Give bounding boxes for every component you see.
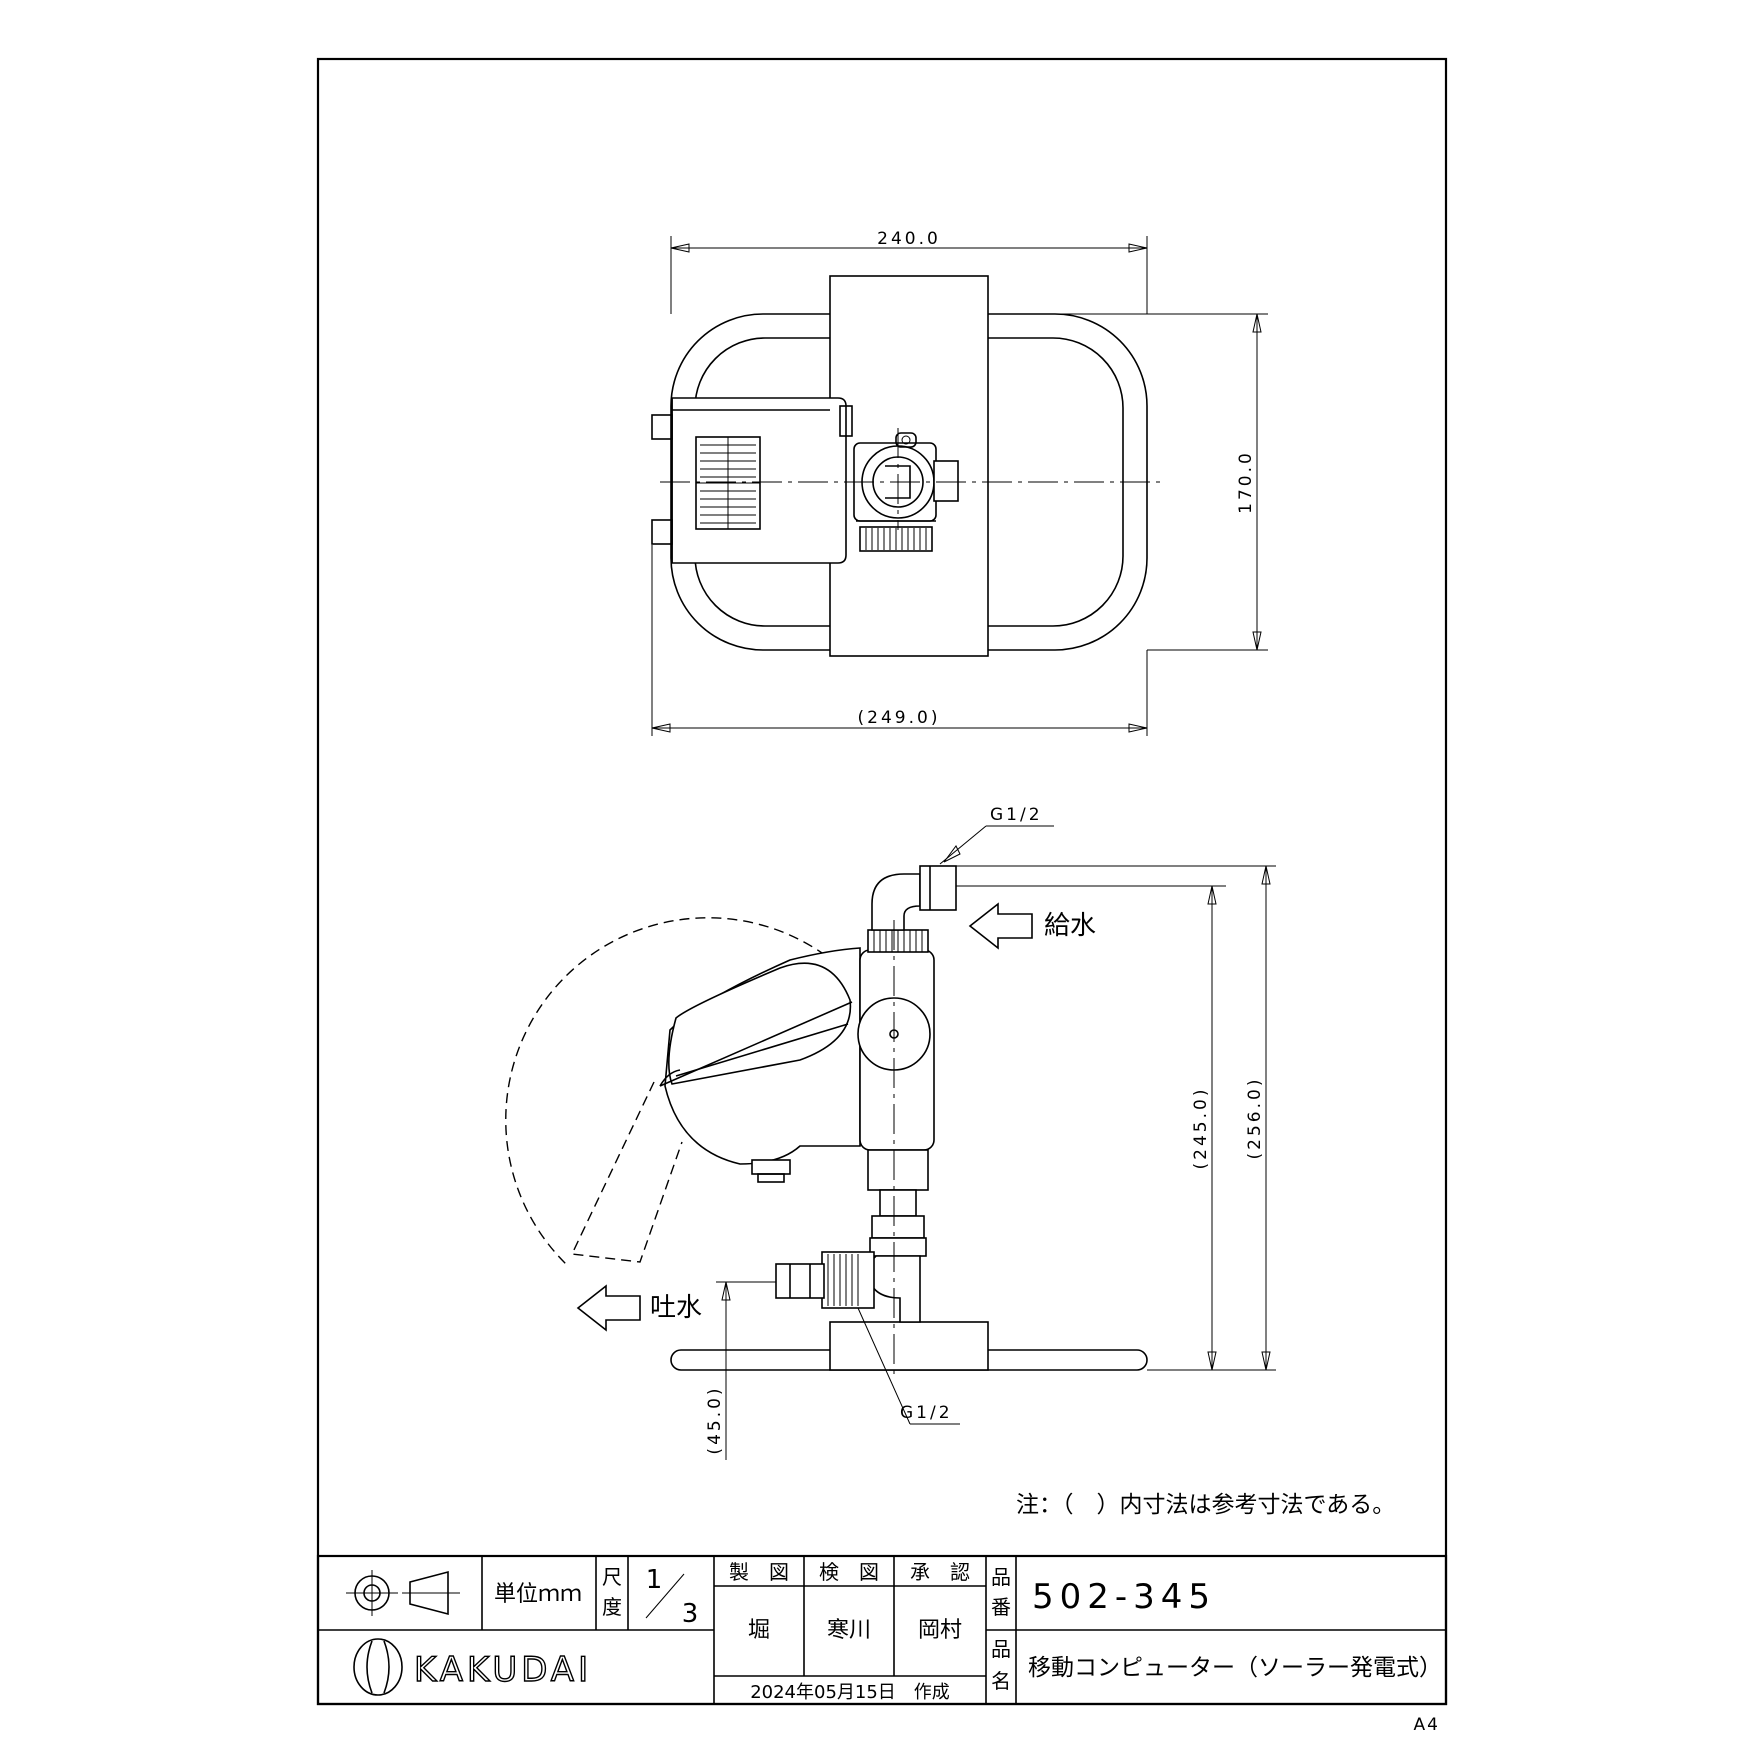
scale-numerator: 1 bbox=[646, 1565, 663, 1595]
checked-header: 検 図 bbox=[819, 1560, 879, 1584]
date-created: 2024年05月15日 作成 bbox=[750, 1682, 950, 1703]
outlet-arrow-label: 吐水 bbox=[650, 1293, 702, 1323]
dim-outlet-height: (45.0) bbox=[705, 1385, 725, 1454]
outlet-nut-knurl bbox=[827, 1254, 859, 1306]
kakudai-logo: KAKUDAI bbox=[353, 1638, 592, 1696]
cover-open-phantom bbox=[570, 1081, 683, 1263]
dim-overall-width: (249.0) bbox=[858, 708, 941, 728]
dim-total-height: (256.0) bbox=[1245, 1077, 1265, 1160]
top-view: 240.0 170.0 (249.0) bbox=[651, 229, 1268, 736]
reference-dimension-note: 注：（ ）内寸法は参考寸法である。 bbox=[1016, 1492, 1395, 1518]
inlet-fitting-side bbox=[919, 865, 957, 911]
scale-label-top: 尺 bbox=[602, 1565, 622, 1589]
solar-cell-lines bbox=[696, 437, 760, 529]
inlet-thread-label: G1/2 bbox=[990, 805, 1043, 825]
side-view: G1/2 給水 吐水 G1/2 (45.0) (245.0) (256.0) bbox=[505, 805, 1276, 1460]
dim-inlet-height: (245.0) bbox=[1191, 1087, 1211, 1170]
dim-top-width: 240.0 bbox=[877, 229, 941, 249]
part-number: 502-345 bbox=[1032, 1577, 1216, 1617]
outlet-hose-tap-side bbox=[775, 1263, 825, 1299]
outlet-arrow bbox=[576, 1284, 641, 1332]
part-name: 移動コンピューター（ソーラー発電式） bbox=[1028, 1655, 1442, 1681]
controller-clip-bottom bbox=[651, 519, 673, 545]
drawn-header: 製 図 bbox=[729, 1560, 789, 1584]
third-angle-projection-icon bbox=[346, 1570, 460, 1616]
scale-denominator: 3 bbox=[682, 1599, 699, 1629]
inlet-arrow bbox=[968, 902, 1033, 950]
outlet-thread-label: G1/2 bbox=[900, 1403, 953, 1423]
inlet-elbow-side bbox=[871, 873, 921, 931]
drawn-by: 堀 bbox=[748, 1618, 770, 1643]
inlet-arrow-label: 給水 bbox=[1044, 911, 1096, 941]
paper-size: A4 bbox=[1414, 1715, 1440, 1735]
checked-by: 寒川 bbox=[827, 1618, 871, 1643]
controller-body-top bbox=[671, 397, 847, 564]
cover-swing-arc bbox=[505, 917, 851, 1265]
dim-top-height: 170.0 bbox=[1236, 450, 1256, 514]
top-nut-knurl bbox=[873, 930, 923, 952]
part-name-label-bottom: 名 bbox=[991, 1669, 1011, 1693]
lower-coupling-side bbox=[867, 1149, 929, 1191]
inlet-stub-top bbox=[933, 460, 959, 502]
sensor-nub bbox=[751, 1159, 791, 1175]
unit-label: 単位ｍｍ bbox=[494, 1582, 582, 1607]
approved-header: 承 認 bbox=[910, 1560, 970, 1584]
part-no-label-bottom: 番 bbox=[991, 1595, 1011, 1619]
title-block: 単位ｍｍ 尺 度 1 3 製 図 検 図 承 認 堀 寒川 岡村 2024年05… bbox=[316, 1554, 1448, 1706]
approved-by: 岡村 bbox=[918, 1618, 962, 1643]
brand-wordmark: KAKUDAI bbox=[414, 1650, 592, 1690]
part-no-label-top: 品 bbox=[991, 1565, 1011, 1589]
outlet-elbow-side bbox=[869, 1255, 921, 1323]
knurl-lines-top bbox=[865, 528, 927, 550]
top-cap bbox=[895, 432, 917, 448]
controller-clip-top bbox=[651, 414, 673, 440]
scale-label-bottom: 度 bbox=[602, 1595, 622, 1619]
part-name-label-top: 品 bbox=[991, 1637, 1011, 1661]
lower-nut-side bbox=[871, 1215, 925, 1239]
base-block-side bbox=[829, 1321, 989, 1371]
outlet-nut-side bbox=[821, 1251, 875, 1309]
valve-tab bbox=[839, 405, 853, 437]
